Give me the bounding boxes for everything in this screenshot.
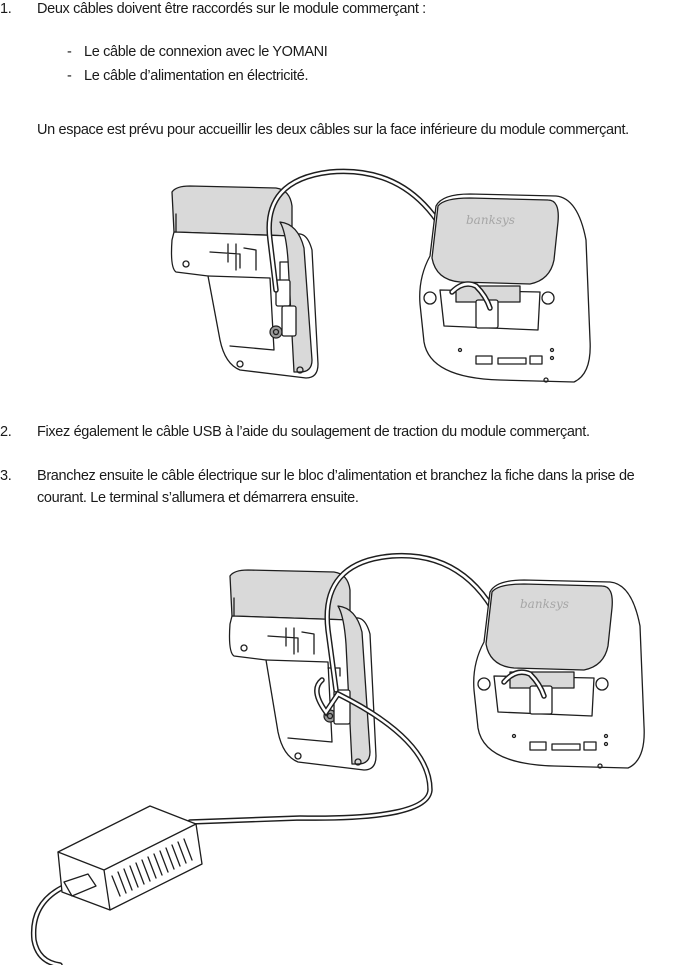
yomani-terminal-underside-icon: banksys — [419, 193, 591, 383]
bullet-dash-2: - — [67, 68, 72, 84]
step-3-text-line-2: courant. Le terminal s’allumera et démar… — [37, 490, 359, 506]
merchant-module-underside-icon — [170, 185, 319, 379]
figure-1-illustration: banksys — [170, 168, 591, 383]
bullet-dash-1: - — [67, 44, 72, 60]
yomani-terminal-underside-icon: banksys — [473, 579, 645, 769]
step-2-text: Fixez également le câble USB à l’aide du… — [37, 424, 590, 440]
merchant-module-underside-icon — [228, 569, 377, 771]
svg-text:banksys: banksys — [520, 597, 569, 611]
svg-text:banksys: banksys — [466, 213, 515, 227]
step-1-note: Un espace est prévu pour accueillir les … — [37, 122, 629, 138]
step-3-number: 3. — [0, 468, 12, 484]
step-1-text: Deux câbles doivent être raccordés sur l… — [37, 1, 426, 17]
step-1-number: 1. — [0, 1, 12, 17]
bullet-item-yomani-cable: Le câble de connexion avec le YOMANI — [84, 44, 328, 60]
power-supply-brick-icon — [57, 805, 203, 911]
power-cable-icon — [30, 677, 433, 965]
step-3-text-line-1: Branchez ensuite le câble électrique sur… — [37, 468, 635, 484]
step-2-number: 2. — [0, 424, 12, 440]
bullet-item-power-cable: Le câble d’alimentation en électricité. — [84, 68, 309, 84]
